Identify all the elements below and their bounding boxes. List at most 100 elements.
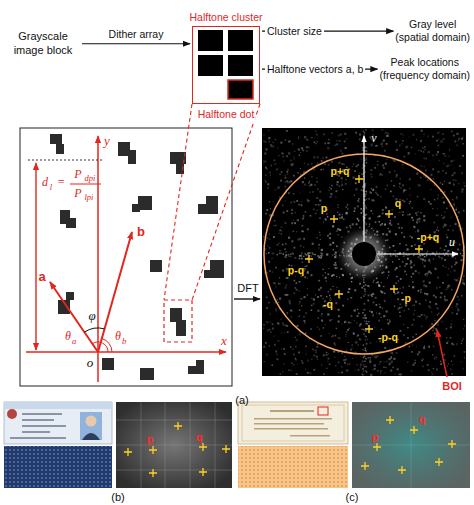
figure-rect <box>432 354 433 355</box>
figure-rect <box>342 305 344 307</box>
figure-rect <box>353 163 355 165</box>
figure-rect <box>371 355 372 356</box>
figure-rect <box>398 259 399 260</box>
figure-rect <box>420 258 422 260</box>
figure-rect <box>293 354 295 356</box>
figure-rect <box>409 188 410 189</box>
figure-rect <box>332 225 334 227</box>
figure-rect <box>365 351 366 352</box>
figure-rect <box>389 319 390 320</box>
figure-rect <box>390 220 391 221</box>
figure-rect <box>437 227 438 228</box>
figure-rect <box>394 216 396 218</box>
figure-rect <box>391 224 393 226</box>
figure-rect <box>415 301 417 303</box>
figure-rect <box>369 310 370 311</box>
figure-rect <box>441 258 442 259</box>
figure-rect <box>384 372 385 373</box>
figure-rect <box>380 370 382 372</box>
figure-rect <box>361 173 363 175</box>
figure-rect <box>310 328 312 330</box>
peak-label: -p+q <box>417 232 439 244</box>
figure-rect <box>374 327 375 328</box>
figure-rect <box>389 231 391 233</box>
figure-rect <box>308 182 310 184</box>
figure-rect <box>435 255 436 256</box>
figure-rect <box>311 305 313 307</box>
figure-rect <box>307 147 309 149</box>
figure-rect <box>366 285 367 286</box>
figure-rect <box>358 198 360 200</box>
figure-rect <box>380 224 382 226</box>
figure-rect <box>276 168 277 169</box>
figure-rect <box>365 158 367 160</box>
figure-rect <box>365 348 367 350</box>
figure-rect <box>278 302 279 303</box>
figure-rect <box>449 149 450 150</box>
figure-rect <box>299 154 301 156</box>
figure-rect <box>420 150 422 152</box>
figure-rect <box>378 285 380 287</box>
figure-rect <box>305 254 306 255</box>
figure-rect <box>298 149 300 151</box>
figure-rect <box>345 334 346 335</box>
figure-rect <box>421 314 423 316</box>
figure-rect <box>462 281 464 283</box>
figure-rect <box>321 249 323 251</box>
figure-rect <box>412 336 413 337</box>
figure-rect <box>415 153 416 154</box>
figure-rect <box>286 155 288 157</box>
figure-rect <box>458 278 459 279</box>
figure-rect <box>385 207 387 209</box>
figure-rect <box>269 270 271 272</box>
figure-rect <box>435 303 437 305</box>
figure-g <box>116 402 232 488</box>
figure-rect <box>319 217 320 218</box>
figure-rect <box>297 364 298 365</box>
figure-rect <box>397 291 399 293</box>
figure-rect <box>337 337 338 338</box>
figure-rect <box>421 360 423 362</box>
figure-rect <box>399 243 400 244</box>
figure-rect <box>381 129 383 131</box>
figure-rect <box>341 323 342 324</box>
figure-rect <box>346 138 347 139</box>
figure-rect <box>315 131 316 132</box>
figure-rect <box>365 350 366 351</box>
figure-rect <box>323 157 324 158</box>
figure-rect <box>359 324 361 326</box>
peak-label: -p-q <box>378 332 398 344</box>
figure-rect <box>461 259 463 261</box>
figure-rect <box>318 204 320 206</box>
figure-rect <box>357 164 359 166</box>
figure-rect <box>463 319 464 320</box>
cluster-dots <box>193 27 258 102</box>
figure-rect <box>387 133 389 135</box>
figure-rect <box>448 363 449 364</box>
figure-rect <box>352 344 353 345</box>
figure-rect <box>263 328 264 329</box>
figure-rect <box>366 343 368 345</box>
figure-rect <box>298 148 300 150</box>
figure-rect <box>265 174 266 175</box>
figure-rect <box>390 351 392 353</box>
figure-rect <box>291 222 293 224</box>
figure-rect <box>293 220 294 221</box>
figure-rect <box>399 183 401 185</box>
figure-rect <box>368 198 370 200</box>
figure-rect <box>368 321 370 323</box>
figure-rect <box>402 200 403 201</box>
zoom-line <box>164 104 192 300</box>
figure-rect <box>342 153 344 155</box>
figure-rect <box>306 150 307 151</box>
figure-rect <box>436 154 437 155</box>
figure-rect <box>338 134 340 136</box>
figure-rect <box>357 218 358 219</box>
figure-rect <box>342 189 343 190</box>
figure-rect <box>269 201 270 202</box>
figure-rect <box>400 187 401 188</box>
figure-rect <box>365 140 366 141</box>
figure-rect <box>372 293 374 295</box>
figure-rect <box>344 133 346 135</box>
